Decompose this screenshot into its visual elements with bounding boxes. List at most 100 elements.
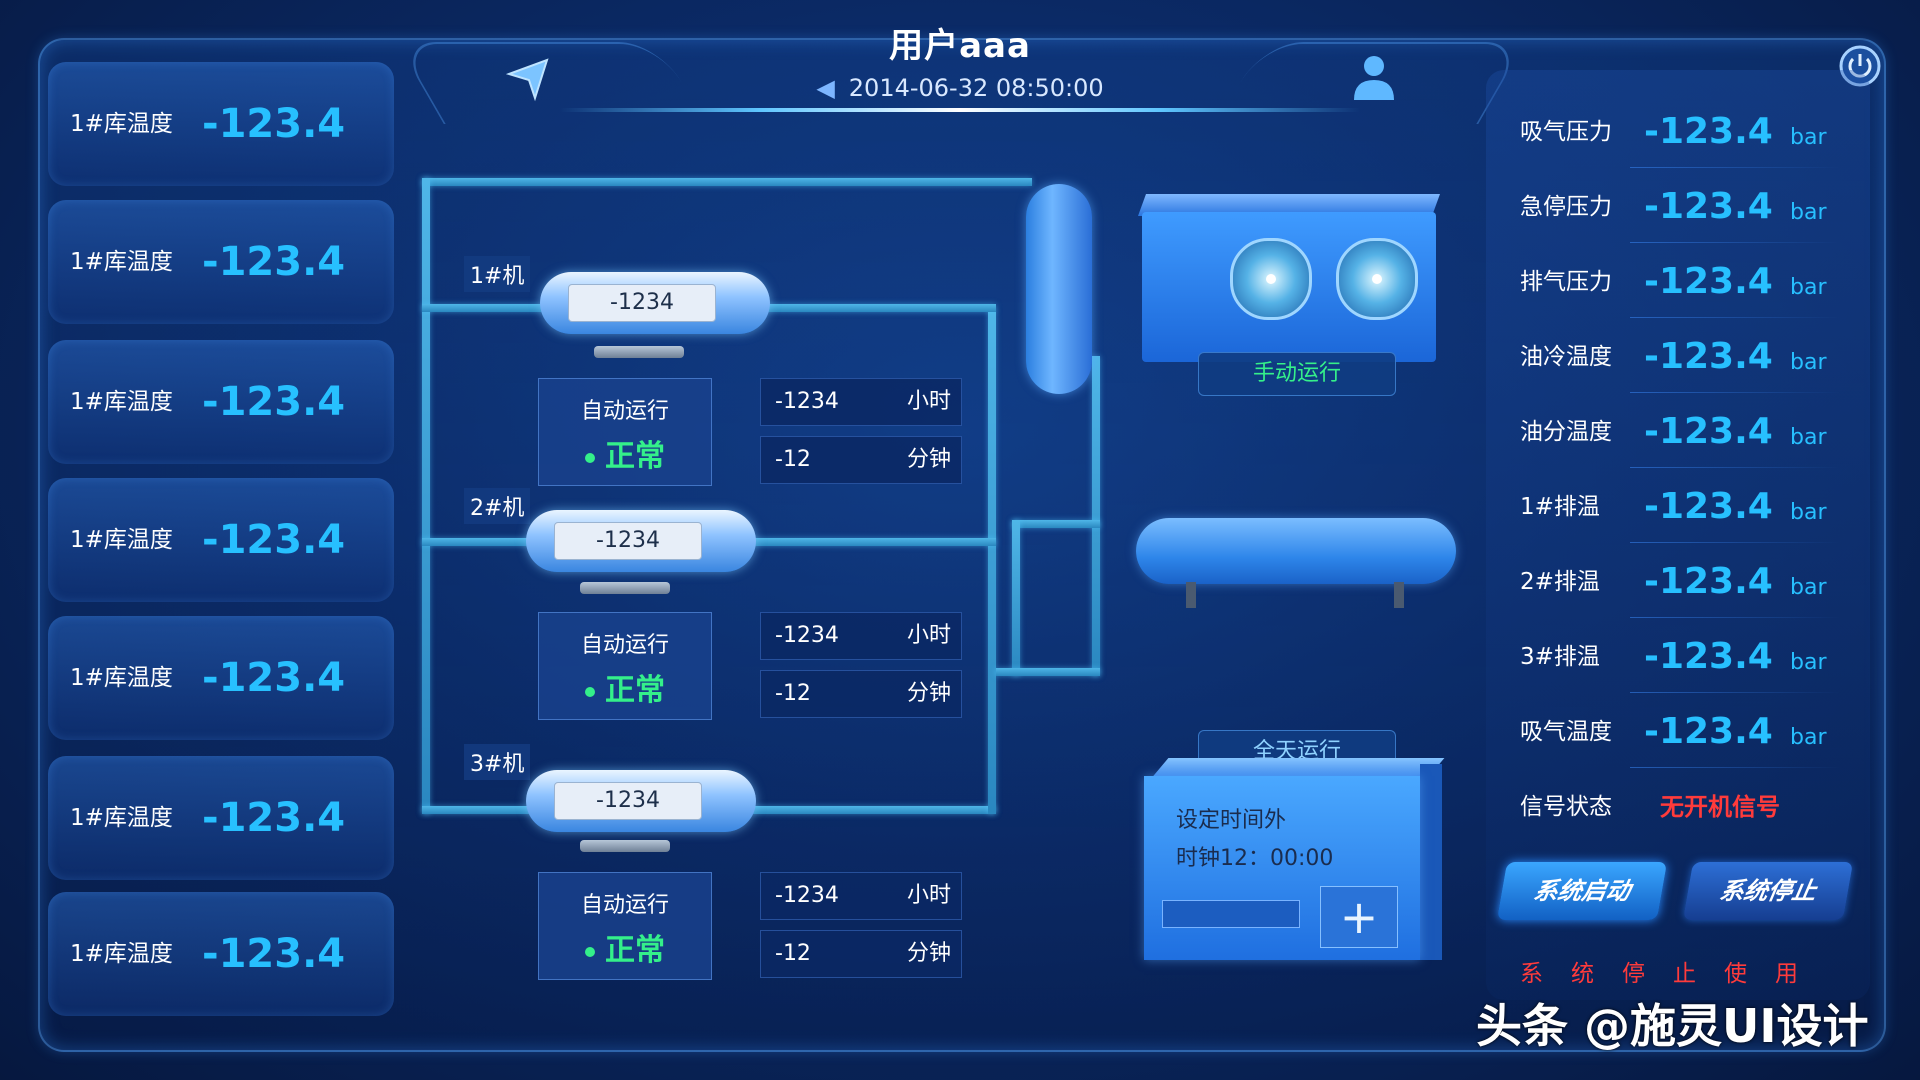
metric-label: 1#库温度 [70, 805, 173, 831]
system-start-button[interactable]: 系统启动 [1496, 862, 1668, 920]
row-divider [1630, 467, 1840, 468]
add-timer-button[interactable]: + [1320, 886, 1398, 948]
right-metric-row: 1#排温 -123.4 bar [1500, 477, 1840, 543]
row-divider [1630, 167, 1840, 168]
metric-label: 油冷温度 [1520, 344, 1612, 370]
metric-label: 吸气温度 [1520, 719, 1612, 745]
metric-label: 排气压力 [1520, 269, 1612, 295]
status-indicator: 正常 [539, 925, 711, 969]
right-metric-row: 急停压力 -123.4 bar [1500, 177, 1840, 243]
metric-label: 1#库温度 [70, 389, 173, 415]
minutes-unit: 分钟 [906, 941, 951, 966]
right-metric-row: 排气压力 -123.4 bar [1500, 252, 1840, 318]
machine-status-box: 自动运行 正常 [538, 612, 712, 720]
runtime-hours: -1234 小时 [760, 378, 962, 426]
signal-status-row: 信号状态 无开机信号 [1500, 777, 1840, 837]
user-icon[interactable] [1350, 52, 1398, 102]
right-metric-row: 吸气压力 -123.4 bar [1500, 102, 1840, 168]
fan-icon [1336, 238, 1418, 320]
pipe-segment [1012, 520, 1100, 528]
runtime-hours: -1234 小时 [760, 612, 962, 660]
pipe-segment [996, 668, 1100, 676]
metric-unit: bar [1790, 725, 1827, 750]
pipe-segment [1092, 356, 1100, 676]
metric-value: -123.4 [202, 239, 346, 285]
compressor-stand [580, 840, 670, 852]
machine-label: 3#机 [464, 744, 531, 780]
metric-value: -123.4 [1644, 261, 1773, 302]
system-stop-button[interactable]: 系统停止 [1682, 862, 1854, 920]
right-metric-row: 3#排温 -123.4 bar [1500, 627, 1840, 693]
machine-status-box: 自动运行 正常 [538, 872, 712, 980]
signal-value: 无开机信号 [1660, 793, 1780, 821]
header-glow-line [560, 108, 1360, 112]
status-dot-icon [585, 686, 595, 697]
power-icon[interactable] [1838, 44, 1882, 88]
metric-unit: bar [1790, 125, 1827, 150]
runtime-hours: -1234 小时 [760, 872, 962, 920]
metric-value: -123.4 [202, 101, 346, 147]
runtime-minutes: -12 分钟 [760, 670, 962, 718]
metric-value: -123.4 [1644, 336, 1773, 377]
minutes-value: -12 [775, 681, 811, 706]
tank-leg [1186, 582, 1196, 608]
runtime-minutes: -12 分钟 [760, 436, 962, 484]
metric-label: 1#库温度 [70, 111, 173, 137]
condenser-mode-button[interactable]: 手动运行 [1198, 352, 1396, 396]
run-mode: 自动运行 [580, 633, 669, 658]
hours-value: -1234 [775, 883, 839, 908]
receiver-tank [1136, 518, 1456, 584]
metric-label: 1#库温度 [70, 941, 173, 967]
metric-value: -123.4 [1644, 486, 1773, 527]
metric-unit: bar [1790, 500, 1827, 525]
metric-label: 3#排温 [1520, 644, 1600, 670]
signal-label: 信号状态 [1520, 794, 1612, 820]
timer-box-top [1151, 758, 1445, 778]
metric-unit: bar [1790, 200, 1827, 225]
metric-label: 2#排温 [1520, 569, 1600, 595]
status-text: 正常 [605, 673, 665, 708]
metric-label: 急停压力 [1520, 194, 1612, 220]
compressor-display: -1234 [554, 522, 702, 560]
status-dot-icon [585, 452, 595, 463]
metric-label: 1#库温度 [70, 249, 173, 275]
header-datetime-row: ◀2014-06-32 08:50:00 [0, 74, 1920, 102]
pipe-segment [422, 178, 1032, 186]
metric-value: -123.4 [1644, 186, 1773, 227]
metric-value: -123.4 [1644, 111, 1773, 152]
metric-label: 1#排温 [1520, 494, 1600, 520]
minutes-value: -12 [775, 941, 811, 966]
machine-status-box: 自动运行 正常 [538, 378, 712, 486]
hours-unit: 小时 [906, 389, 951, 414]
metric-unit: bar [1790, 650, 1827, 675]
status-text: 正常 [605, 933, 665, 968]
right-metric-row: 吸气温度 -123.4 bar [1500, 702, 1840, 768]
status-indicator: 正常 [539, 665, 711, 709]
compressor-display: -1234 [568, 284, 716, 322]
timer-line-2: 时钟12：00:00 [1176, 846, 1334, 871]
right-metric-row: 油分温度 -123.4 bar [1500, 402, 1840, 468]
navigation-arrow-icon[interactable] [505, 56, 551, 102]
left-metric-card: 1#库温度 -123.4 [48, 340, 394, 464]
pipe-segment [1012, 520, 1020, 676]
system-warning: 系统停止使用 [1520, 961, 1826, 987]
timer-line-1: 设定时间外 [1176, 808, 1287, 833]
minutes-unit: 分钟 [906, 681, 951, 706]
metric-label: 油分温度 [1520, 419, 1612, 445]
metric-unit: bar [1790, 425, 1827, 450]
left-metric-card: 1#库温度 -123.4 [48, 478, 394, 602]
hours-unit: 小时 [906, 623, 951, 648]
timer-box: 设定时间外 时钟12：00:00 + [1144, 776, 1420, 960]
watermark: 头条 @施灵UI设计 [1476, 999, 1869, 1053]
right-panel [1486, 70, 1870, 1000]
fan-hub [1372, 274, 1382, 284]
pipe-segment [988, 310, 996, 814]
row-divider [1630, 617, 1840, 618]
machine-label: 2#机 [464, 488, 531, 524]
row-divider [1630, 242, 1840, 243]
compressor-stand [580, 582, 670, 594]
timer-input[interactable] [1162, 900, 1300, 928]
oil-separator-vessel [1026, 184, 1092, 394]
machine-label: 1#机 [464, 256, 531, 292]
fan-hub [1266, 274, 1276, 284]
